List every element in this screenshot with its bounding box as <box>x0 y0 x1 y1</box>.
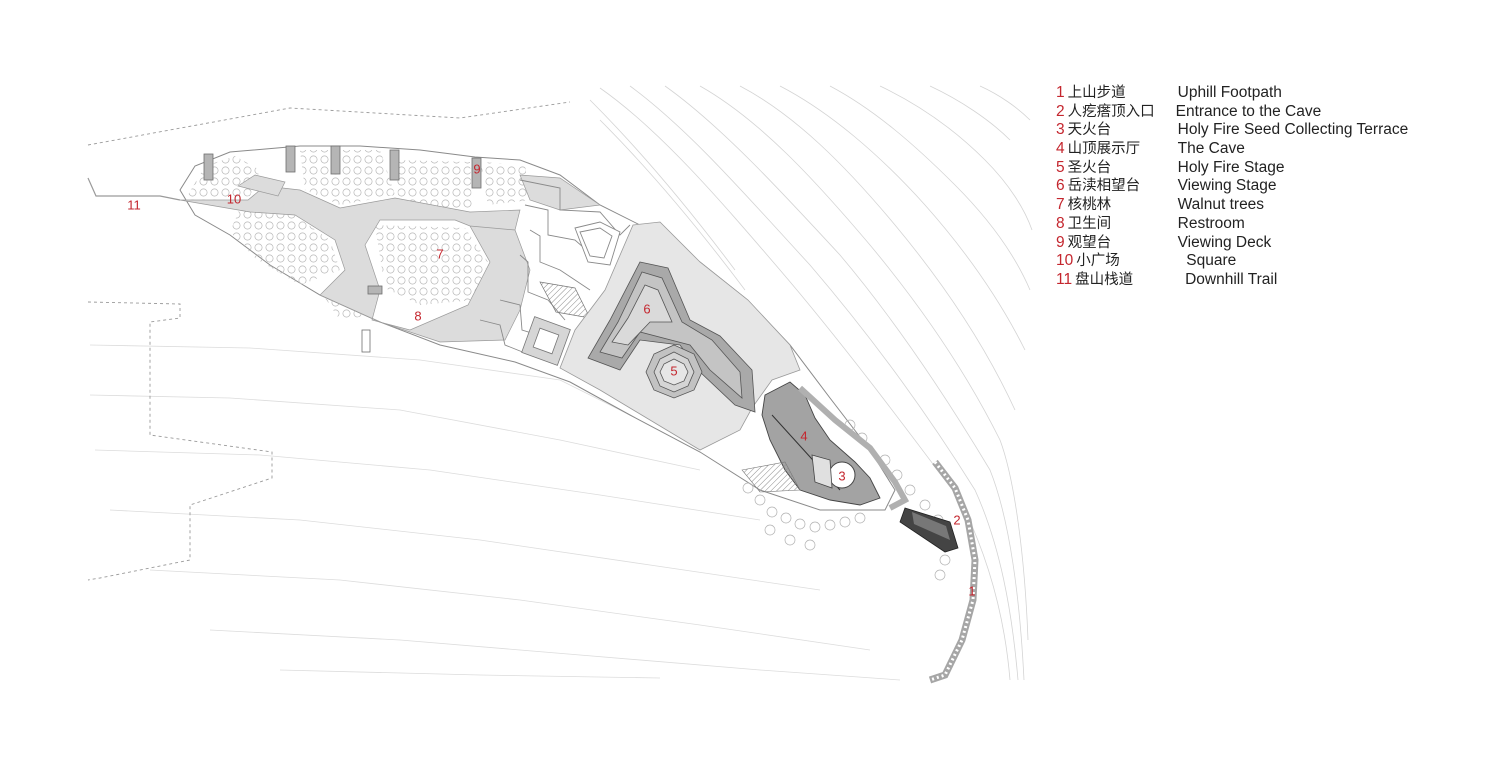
viewing-stage <box>587 261 756 413</box>
legend-number: 9 <box>1056 233 1065 251</box>
legend-number: 11 <box>1056 270 1073 288</box>
map-marker-9: 9 <box>473 161 480 176</box>
legend-item: 6 岳渎相望台 Viewing Stage <box>1056 177 1486 196</box>
uphill-footpath-steps <box>929 461 977 682</box>
map-marker-8: 8 <box>414 308 421 323</box>
map-marker-2: 2 <box>953 512 960 527</box>
legend-number: 6 <box>1056 177 1065 195</box>
map-marker-7: 7 <box>436 246 443 261</box>
legend-english: Holy Fire Stage <box>1177 158 1285 176</box>
walnut-tree-groves <box>185 150 530 320</box>
legend-number: 7 <box>1056 196 1065 214</box>
legend-chinese: 卫生间 <box>1067 215 1112 232</box>
restroom-pavilion <box>521 316 571 366</box>
legend-item: 8 卫生间 Restroom <box>1056 215 1486 234</box>
perimeter-walk <box>797 385 910 511</box>
legend-english: Holy Fire Seed Collecting Terrace <box>1177 121 1409 139</box>
holy-fire-terrace <box>811 454 856 489</box>
legend-english: Viewing Stage <box>1177 177 1277 195</box>
map-marker-11: 11 <box>127 197 141 212</box>
map-marker-1: 1 <box>968 583 975 598</box>
map-markers: 1 2 3 4 5 6 7 8 9 10 11 <box>127 161 975 598</box>
legend-chinese: 上山步道 <box>1067 85 1126 101</box>
legend-chinese: 岳渎相望台 <box>1067 178 1141 195</box>
legend-chinese: 山顶展示厅 <box>1067 141 1141 158</box>
legend-english: Viewing Deck <box>1177 233 1272 251</box>
map-marker-4: 4 <box>800 428 807 443</box>
legend-number: 10 <box>1056 252 1074 270</box>
legend-item: 11 盘山栈道 Downhill Trail <box>1056 271 1486 290</box>
site-boundary <box>87 101 571 581</box>
legend-item: 5 圣火台 Holy Fire Stage <box>1056 159 1486 178</box>
legend-number: 3 <box>1056 121 1065 139</box>
legend-item: 1 上山步道 Uphill Footpath <box>1056 84 1486 103</box>
holy-fire-stage <box>645 344 703 399</box>
map-marker-5: 5 <box>670 363 677 378</box>
legend-chinese: 天火台 <box>1067 122 1112 139</box>
legend-number: 5 <box>1056 158 1065 176</box>
legend-item: 10 小广场 Square <box>1056 252 1486 271</box>
legend-number: 1 <box>1056 84 1065 101</box>
cave-stair <box>741 461 801 493</box>
map-marker-6: 6 <box>643 301 650 316</box>
legend-chinese: 核桃林 <box>1067 197 1112 214</box>
legend: 1 上山步道 Uphill Footpath 2 人疙瘩顶入口 Entrance… <box>1056 84 1486 290</box>
legend-english: Square <box>1186 252 1237 270</box>
map-marker-10: 10 <box>227 191 241 206</box>
legend-english: Downhill Trail <box>1185 270 1278 288</box>
site-plan-map: 1 2 3 4 5 6 7 8 9 10 11 <box>87 85 1033 684</box>
legend-number: 2 <box>1056 102 1065 120</box>
legend-english: Uphill Footpath <box>1177 84 1282 101</box>
legend-number: 8 <box>1056 214 1065 232</box>
legend-chinese: 圣火台 <box>1067 159 1112 176</box>
legend-chinese: 人疙瘩顶入口 <box>1067 103 1155 120</box>
legend-english: Entrance to the Cave <box>1175 102 1322 120</box>
legend-item: 9 观望台 Viewing Deck <box>1056 234 1486 253</box>
legend-chinese: 小广场 <box>1076 253 1120 270</box>
legend-english: The Cave <box>1177 140 1245 158</box>
legend-chinese: 盘山栈道 <box>1075 271 1134 288</box>
legend-chinese: 观望台 <box>1067 234 1112 251</box>
legend-item: 7 核桃林 Walnut trees <box>1056 196 1486 215</box>
legend-item: 2 人疙瘩顶入口 Entrance to the Cave <box>1056 103 1486 122</box>
legend-english: Restroom <box>1177 214 1245 232</box>
legend-item: 3 天火台 Holy Fire Seed Collecting Terrace <box>1056 121 1486 140</box>
legend-item: 4 山顶展示厅 The Cave <box>1056 140 1486 159</box>
legend-number: 4 <box>1056 140 1065 158</box>
cave-entrance <box>899 507 959 553</box>
lookout-walls <box>203 145 482 353</box>
map-marker-3: 3 <box>838 468 845 483</box>
contour-lines <box>589 85 1033 681</box>
downhill-trail <box>87 177 181 201</box>
legend-english: Walnut trees <box>1177 196 1265 214</box>
